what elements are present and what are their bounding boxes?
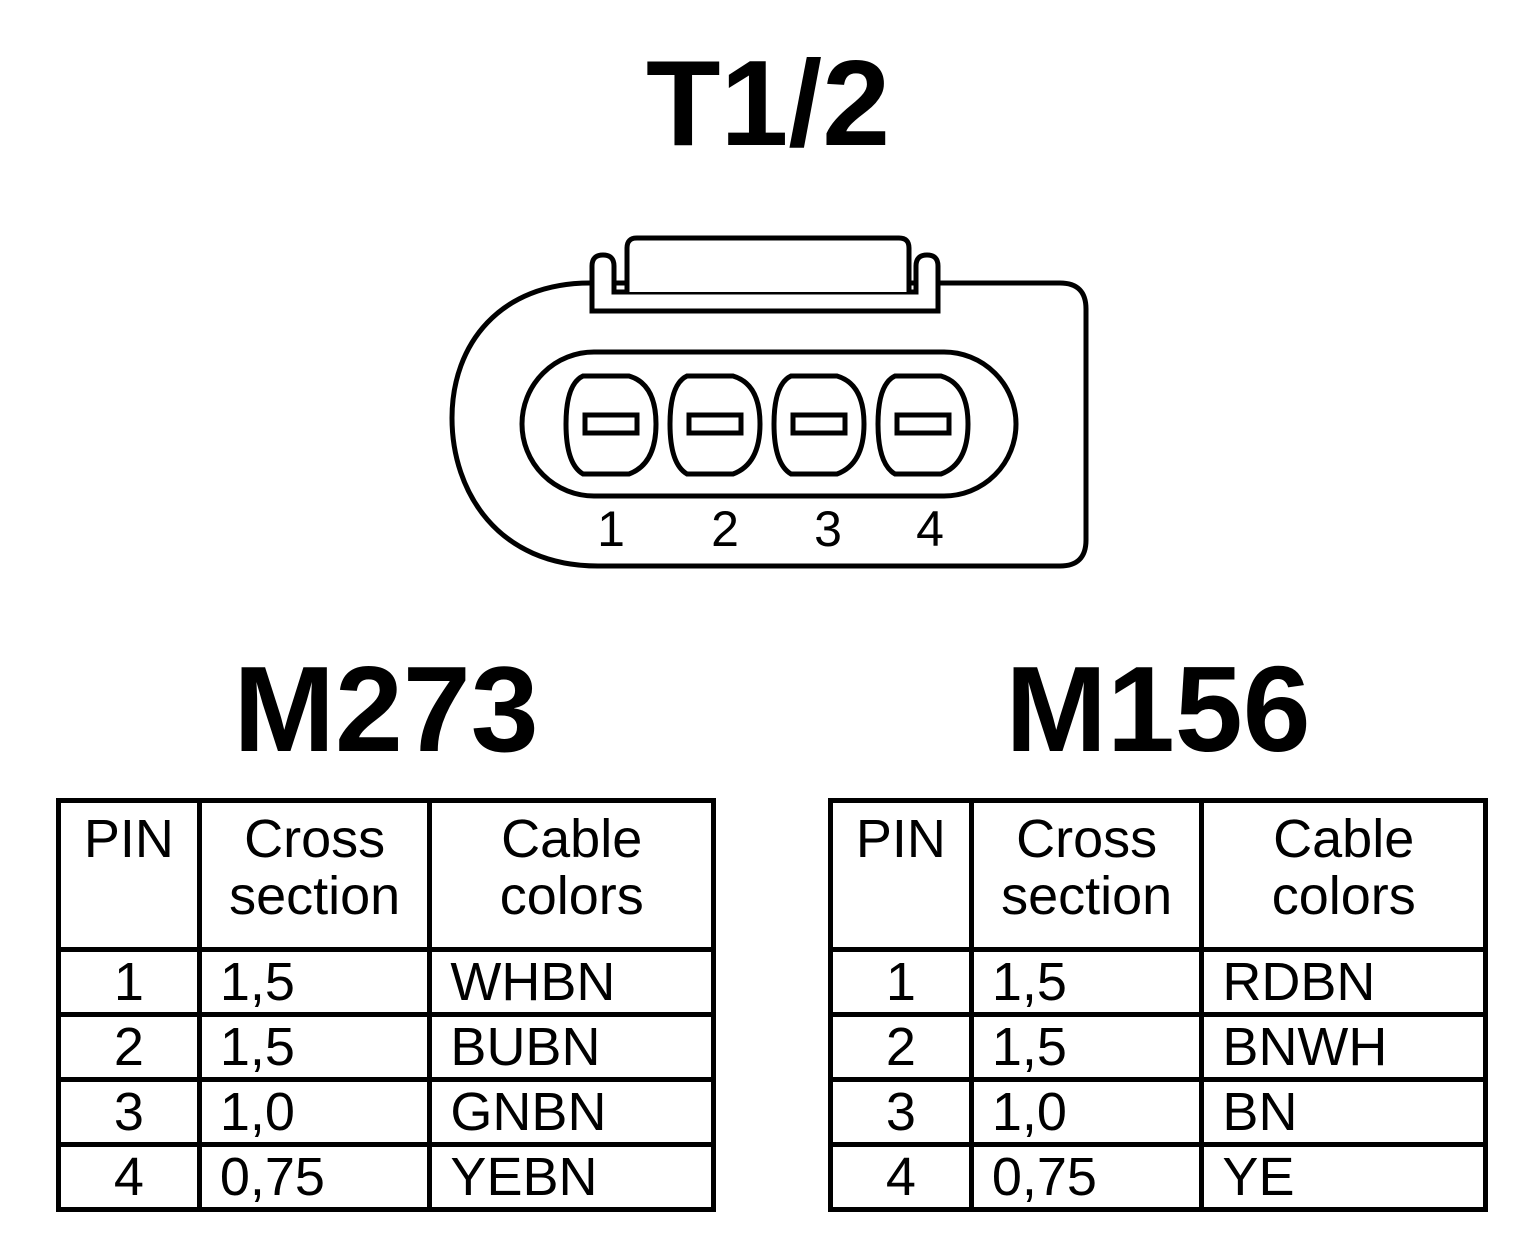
table-row: 4 0,75 YE [828, 1142, 1488, 1212]
pin-cell: 1 [828, 947, 974, 1017]
cross-section-cell: 1,0 [968, 1077, 1205, 1147]
cable-color-cell: WHBN [427, 947, 716, 1017]
pin-cell: 4 [828, 1142, 974, 1212]
table-row: 3 1,0 GNBN [56, 1077, 716, 1147]
table-row: 1 1,5 RDBN [828, 947, 1488, 1017]
m156-title: M156 [1005, 641, 1311, 777]
connector-diagram: 1 2 3 4 [449, 235, 1089, 569]
cable-color-cell: GNBN [427, 1077, 716, 1147]
pin-cavity [519, 349, 1019, 499]
pin-cell: 3 [56, 1077, 202, 1147]
pin-cell: 3 [828, 1077, 974, 1147]
cable-color-cell: YE [1199, 1142, 1488, 1212]
cross-section-cell: 0,75 [196, 1142, 433, 1212]
cross-section-cell: 1,5 [968, 947, 1205, 1017]
cross-section-cell: 1,5 [968, 1012, 1205, 1082]
table-row: 1 1,5 WHBN [56, 947, 716, 1017]
latch-clip [589, 252, 941, 314]
table-row: 3 1,0 BN [828, 1077, 1488, 1147]
table-row: 2 1,5 BNWH [828, 1012, 1488, 1082]
pin-label-2: 2 [711, 501, 739, 557]
latch-tab [624, 235, 912, 292]
header-pin: PIN [56, 798, 202, 952]
cross-section-cell: 1,5 [196, 947, 433, 1017]
pin-label-4: 4 [916, 501, 944, 557]
cross-section-cell: 1,5 [196, 1012, 433, 1082]
cable-color-cell: BUBN [427, 1012, 716, 1082]
cross-section-cell: 0,75 [968, 1142, 1205, 1212]
pin-socket-2 [667, 373, 763, 477]
cable-color-cell: YEBN [427, 1142, 716, 1212]
table-row: 2 1,5 BUBN [56, 1012, 716, 1082]
pin-label-1: 1 [597, 501, 625, 557]
pin-label-3: 3 [814, 501, 842, 557]
table-row: 4 0,75 YEBN [56, 1142, 716, 1212]
m273-title: M273 [233, 641, 539, 777]
pin-socket-1 [563, 373, 659, 477]
cable-color-cell: BN [1199, 1077, 1488, 1147]
pin-cell: 4 [56, 1142, 202, 1212]
cable-color-cell: RDBN [1199, 947, 1488, 1017]
pin-socket-4 [875, 373, 971, 477]
header-pin: PIN [828, 798, 974, 952]
pin-socket-3 [771, 373, 867, 477]
pin-cell: 2 [56, 1012, 202, 1082]
cross-section-cell: 1,0 [196, 1077, 433, 1147]
pin-cell: 1 [56, 947, 202, 1017]
pin-cell: 2 [828, 1012, 974, 1082]
cable-color-cell: BNWH [1199, 1012, 1488, 1082]
connector-housing [449, 280, 1089, 569]
connector-title: T1/2 [645, 35, 891, 171]
